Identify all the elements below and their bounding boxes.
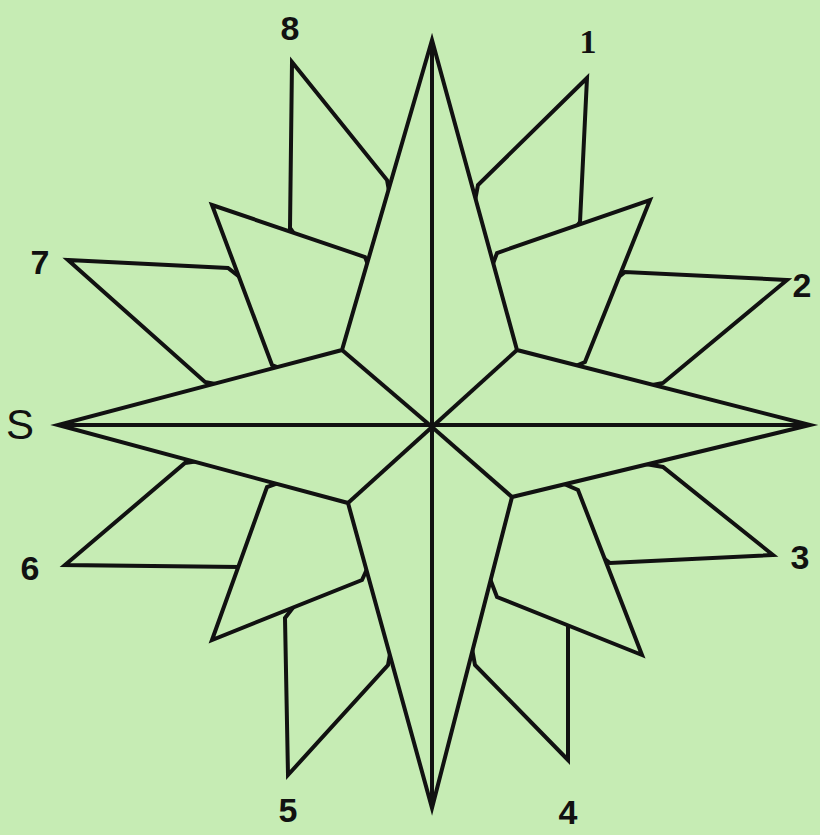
star-ridge xyxy=(432,427,512,497)
star-ridge xyxy=(432,350,517,427)
callout-number: 1 xyxy=(580,25,597,59)
callout-number: 6 xyxy=(21,551,40,585)
callout-number: S xyxy=(6,404,34,446)
star-ridge xyxy=(342,350,432,427)
callout-number: 3 xyxy=(791,540,810,574)
callout-number: 5 xyxy=(279,793,298,827)
star-ridge xyxy=(348,427,432,503)
callout-number: 7 xyxy=(31,245,50,279)
callout-number: 2 xyxy=(793,268,812,302)
callout-number: 8 xyxy=(281,11,300,45)
main-star xyxy=(58,40,810,808)
callout-number: 4 xyxy=(559,795,578,829)
